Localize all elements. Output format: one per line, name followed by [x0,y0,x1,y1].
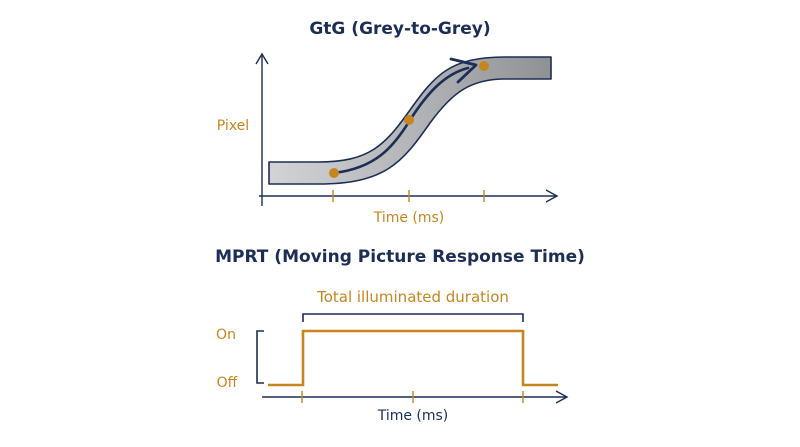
mprt-state-on-label: On [216,327,236,343]
gtg-dot-start [329,168,339,178]
gtg-x-ticks [332,190,485,202]
mprt-illumination-pulse [268,329,558,387]
mprt-duration-bracket [302,313,524,322]
mprt-state-bracket [256,330,264,384]
mprt-x-axis [262,390,569,404]
gtg-title: GtG (Grey-to-Grey) [309,19,490,39]
gtg-dot-end [479,61,489,71]
mprt-state-off-label: Off [217,375,238,391]
mprt-x-ticks [301,391,524,403]
mprt-bracket-label: Total illuminated duration [316,288,509,306]
gtg-y-axis-label: Pixel [217,118,249,134]
gtg-axes [255,52,559,206]
mprt-x-axis-label: Time (ms) [377,408,449,424]
mprt-title: MPRT (Moving Picture Response Time) [215,247,585,267]
gtg-sample-dots [329,61,489,178]
gtg-dot-middle [404,115,414,125]
gtg-x-axis-label: Time (ms) [373,210,445,226]
